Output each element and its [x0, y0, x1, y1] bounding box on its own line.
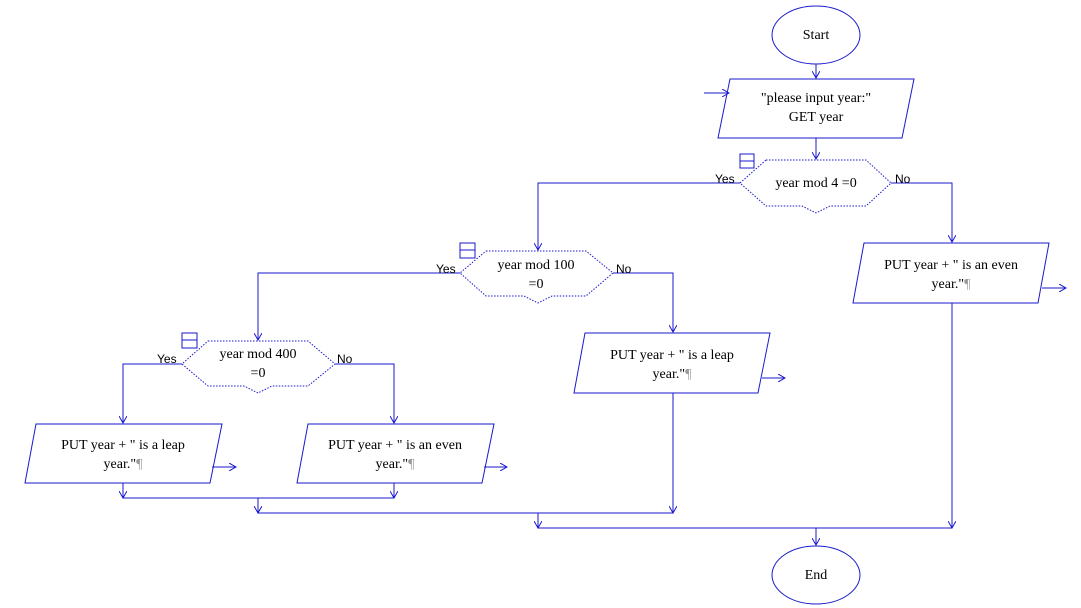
- decision-mod100-label: year mod 100 =0: [497, 258, 575, 292]
- no-label-mod4: No: [895, 172, 911, 186]
- yes-label-mod100: Yes: [436, 262, 456, 276]
- output-leap-mid[interactable]: [573, 332, 771, 394]
- decision-mod400-label: year mod 400 =0: [219, 347, 297, 381]
- input-parallelogram[interactable]: [717, 78, 915, 139]
- output-leap-left-label: PUT year + " is a leap year."¶: [61, 438, 185, 472]
- output-even-right-label: PUT year + " is an even year."¶: [884, 258, 1018, 292]
- no-label-mod100: No: [616, 262, 632, 276]
- yes-label-mod4: Yes: [715, 172, 735, 186]
- output-even-right[interactable]: [852, 242, 1050, 304]
- no-label-mod400: No: [337, 352, 353, 366]
- decision-mod4-label: year mod 4 =0: [775, 176, 857, 191]
- decision-mod4-diamond[interactable]: [739, 159, 892, 214]
- end-terminator[interactable]: [771, 545, 861, 605]
- decision-mod400-diamond[interactable]: [181, 340, 336, 394]
- paragraph-mark: ¶: [964, 277, 971, 292]
- input-label: "please input year:" GET year: [760, 91, 872, 125]
- yes-label-mod400: Yes: [157, 352, 177, 366]
- decision-mod100-diamond[interactable]: [459, 250, 614, 304]
- output-leap-left[interactable]: [24, 423, 223, 484]
- paragraph-mark: ¶: [136, 457, 143, 472]
- paragraph-mark: ¶: [685, 367, 692, 382]
- paragraph-mark: ¶: [408, 457, 415, 472]
- output-even-left-label: PUT year + " is an even year."¶: [328, 438, 462, 472]
- start-label: Start: [802, 28, 830, 43]
- output-even-left[interactable]: [296, 423, 495, 484]
- connector-lines: [123, 64, 952, 545]
- output-leap-mid-label: PUT year + " is a leap year."¶: [610, 348, 734, 382]
- end-label: End: [804, 568, 828, 583]
